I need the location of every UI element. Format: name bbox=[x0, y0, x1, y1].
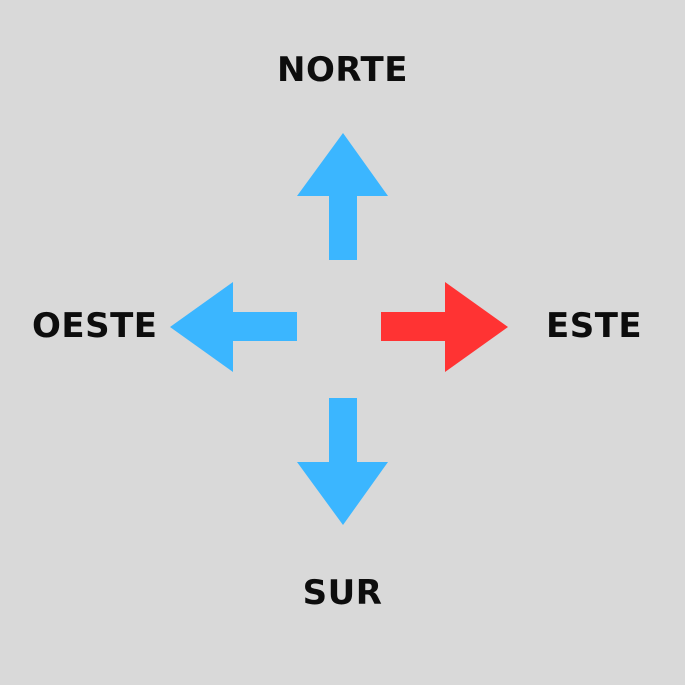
label-north: NORTE bbox=[277, 50, 408, 90]
arrow-up-icon bbox=[297, 133, 388, 260]
label-south: SUR bbox=[302, 573, 383, 613]
label-west: OESTE bbox=[32, 306, 158, 346]
arrow-down-icon bbox=[297, 398, 388, 525]
label-east: ESTE bbox=[546, 306, 643, 346]
arrow-right-icon bbox=[381, 282, 508, 372]
arrow-left-icon bbox=[170, 282, 297, 372]
